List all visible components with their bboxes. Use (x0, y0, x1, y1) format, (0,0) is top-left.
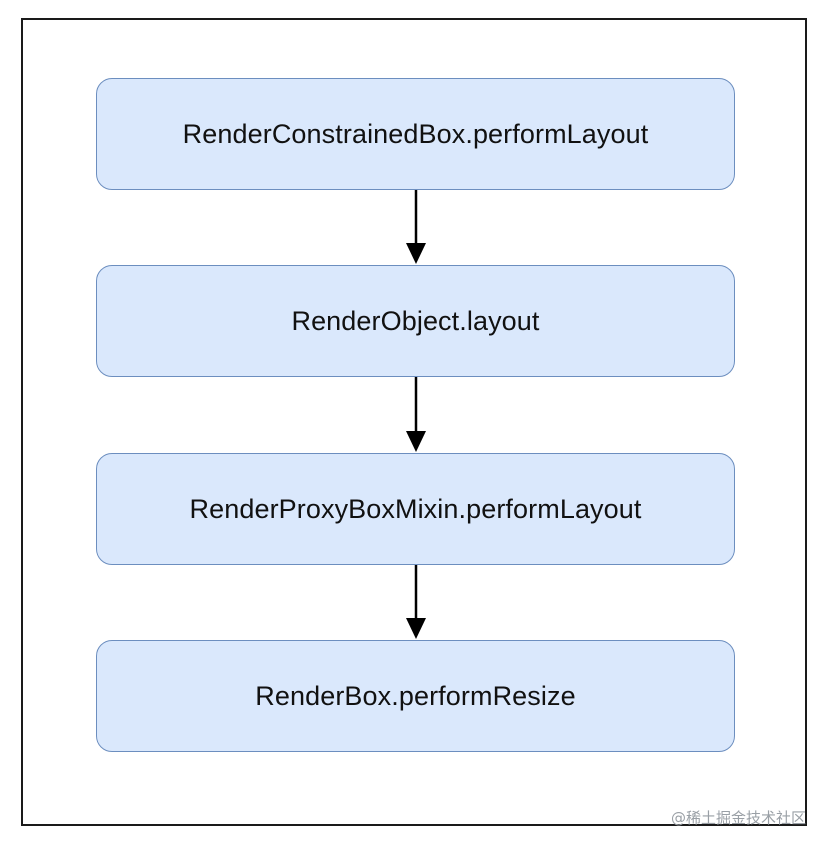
node-render-proxy-box-mixin-perform-layout: RenderProxyBoxMixin.performLayout (96, 453, 735, 565)
watermark: @稀土掘金技术社区 (670, 809, 806, 827)
node-render-constrained-box-perform-layout: RenderConstrainedBox.performLayout (96, 78, 735, 190)
node-render-box-perform-resize: RenderBox.performResize (96, 640, 735, 752)
node-label: RenderProxyBoxMixin.performLayout (189, 493, 642, 524)
node-render-object-layout: RenderObject.layout (96, 265, 735, 377)
node-label: RenderBox.performResize (255, 680, 576, 711)
node-label: RenderConstrainedBox.performLayout (182, 118, 649, 149)
node-label: RenderObject.layout (291, 305, 540, 336)
